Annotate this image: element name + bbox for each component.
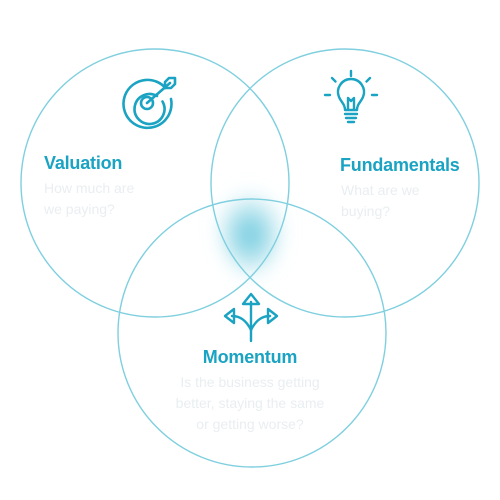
- valuation-title: Valuation: [44, 153, 123, 173]
- momentum-description: Is the business getting better, staying …: [150, 372, 350, 435]
- momentum-description-line: Is the business getting: [180, 374, 320, 390]
- momentum-description-line: better, staying the same: [175, 395, 325, 411]
- fundamentals-description-line: What are we: [341, 182, 420, 198]
- momentum-title: Momentum: [202, 347, 298, 367]
- valuation-description: How much are we paying?: [44, 178, 184, 220]
- center-overlap-glow: [212, 187, 288, 282]
- fundamentals-description-line: buying?: [341, 203, 391, 219]
- circle-valuation: [20, 48, 290, 318]
- momentum-description-line: or getting worse?: [196, 416, 304, 432]
- diverging-arrows-icon: [223, 292, 279, 343]
- valuation-description-line: How much are: [44, 180, 135, 196]
- fundamentals-title: Fundamentals: [340, 155, 460, 175]
- valuation-description-line: we paying?: [44, 201, 115, 217]
- circle-momentum: [117, 198, 387, 468]
- lightbulb-icon: [323, 69, 379, 124]
- target-icon: [122, 76, 177, 130]
- circle-fundamentals: [210, 48, 480, 318]
- fundamentals-description: What are we buying?: [341, 180, 471, 222]
